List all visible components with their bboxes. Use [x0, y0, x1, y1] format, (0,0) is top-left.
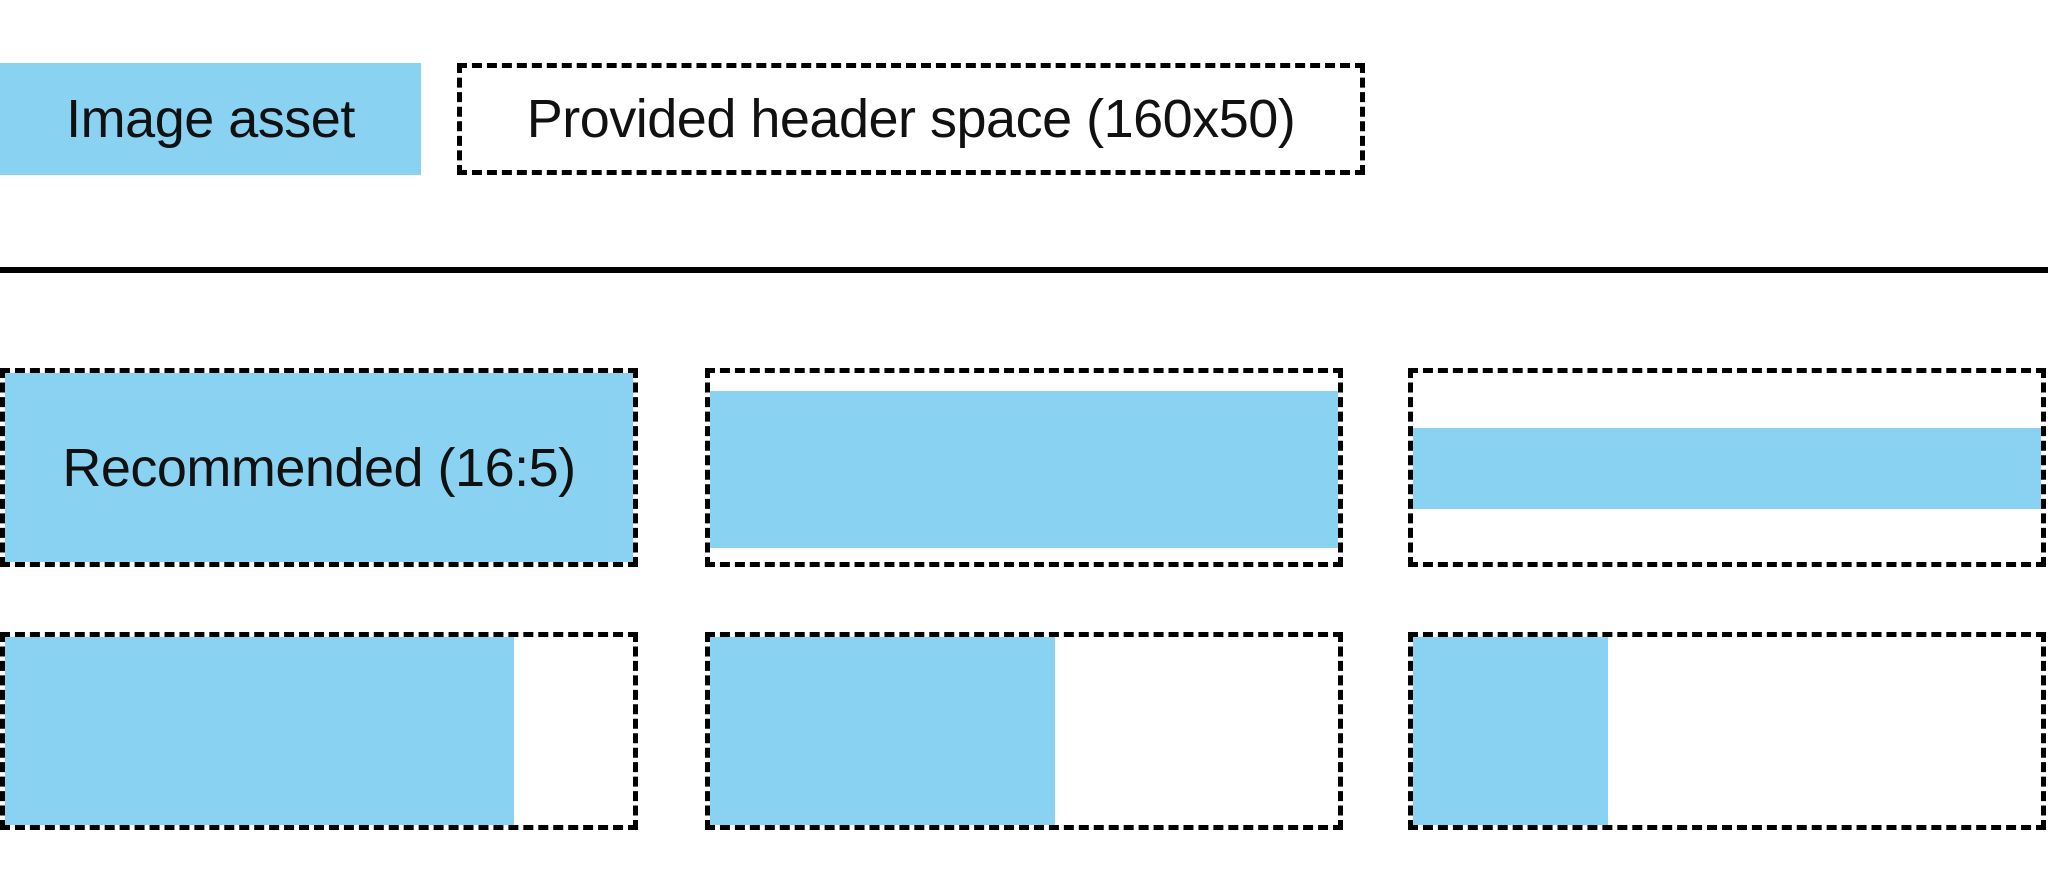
- asset-fill: [710, 637, 1056, 825]
- asset-fill: [710, 390, 1338, 548]
- example-box-tall-pillarbox-medium: [705, 632, 1343, 830]
- asset-fill: [5, 373, 633, 562]
- asset-fill: [1413, 637, 1608, 825]
- example-box-wide-letterbox-small: [705, 368, 1343, 567]
- asset-fill: [1413, 427, 2041, 510]
- image-asset-label: Image asset: [66, 89, 355, 149]
- provided-header-space-box: Provided header space (160x50): [457, 63, 1365, 175]
- asset-fill: [5, 637, 514, 825]
- example-box-wide-letterbox-large: [1408, 368, 2046, 567]
- example-box-square-pillarbox-large: [1408, 632, 2046, 830]
- provided-header-space-label: Provided header space (160x50): [526, 89, 1296, 149]
- example-box-tall-pillarbox-small: [0, 632, 638, 830]
- example-box-recommended: Recommended (16:5): [0, 368, 638, 567]
- section-divider: [0, 267, 2048, 273]
- image-asset-legend-swatch: Image asset: [0, 63, 421, 175]
- recommended-label: Recommended (16:5): [62, 437, 576, 498]
